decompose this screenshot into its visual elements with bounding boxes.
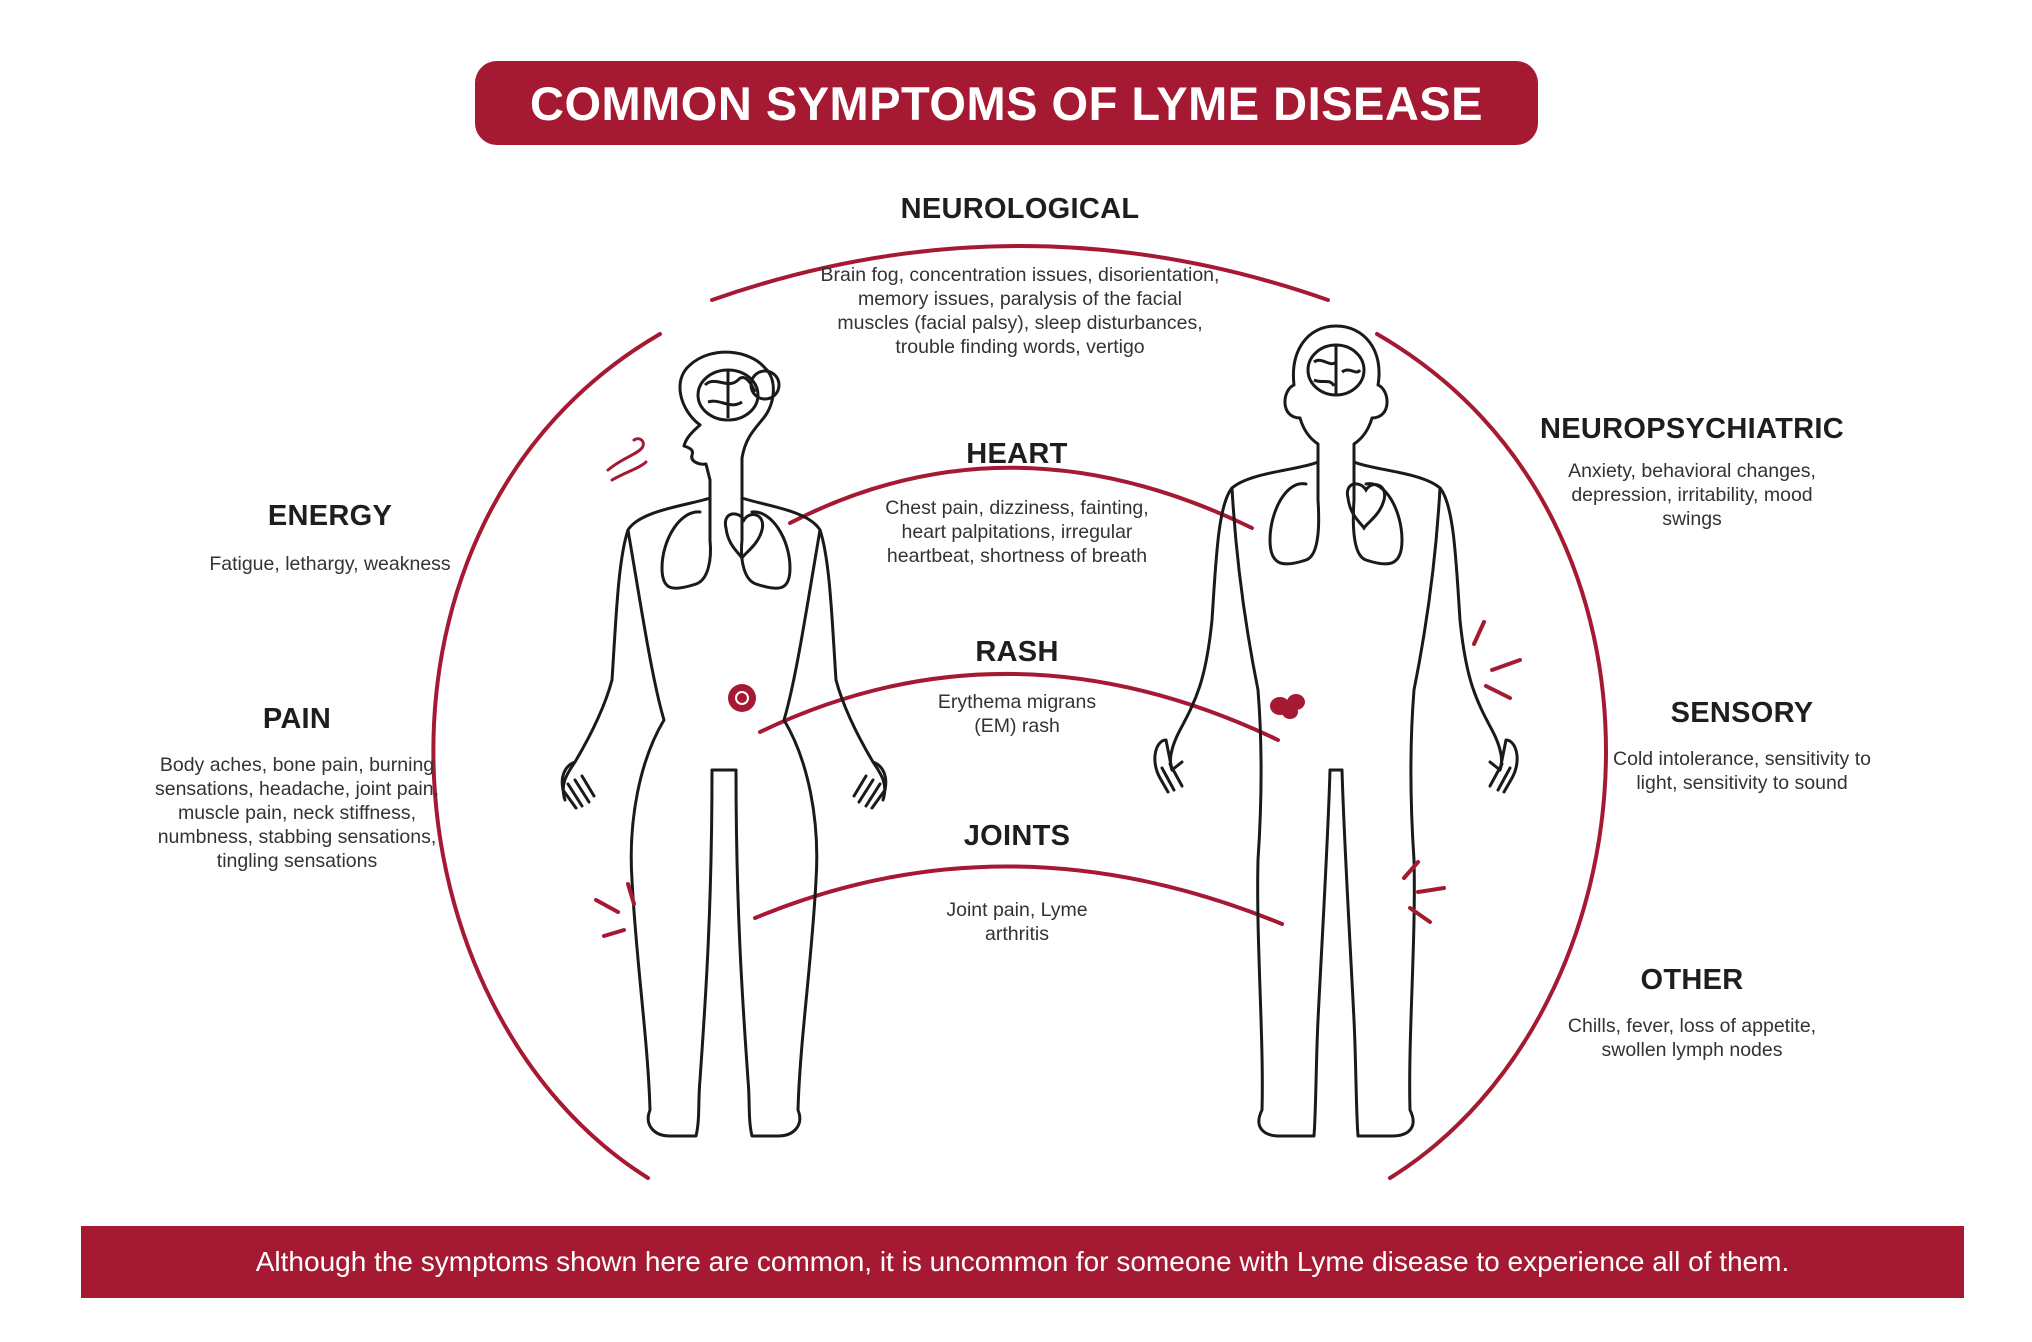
pain-mark-icon (1402, 620, 1522, 924)
rash-text: Erythema migrans (EM) rash (937, 691, 1097, 737)
heart-heading: HEART (966, 438, 1068, 470)
joints-arc (753, 864, 1284, 926)
joints-heading: JOINTS (963, 820, 1071, 852)
sensory-heading: SENSORY (1670, 697, 1814, 729)
heart-icon (723, 512, 765, 561)
rash-heading: RASH (975, 636, 1059, 668)
breath-icon (606, 437, 648, 482)
heart-text: Chest pain, dizziness, fainting, heart p… (885, 497, 1149, 567)
other-text: Chills, fever, loss of appetite, swollen… (1567, 1015, 1817, 1061)
footer-banner: Although the symptoms shown here are com… (81, 1226, 1964, 1298)
energy-section: ENERGY Fatigue, lethargy, weakness (180, 500, 480, 576)
left-outer-arc (431, 332, 662, 1180)
other-heading: OTHER (1640, 964, 1744, 996)
sensory-section: SENSORY Cold intolerance, sensitivity to… (1592, 697, 1892, 795)
joints-text: Joint pain, Lyme arthritis (946, 899, 1088, 945)
neurological-section: NEUROLOGICAL Brain fog, concentration is… (820, 193, 1220, 359)
neuropsychiatric-text: Anxiety, behavioral changes, depression,… (1568, 460, 1816, 530)
female-figure (560, 350, 888, 1138)
page-title: COMMON SYMPTOMS OF LYME DISEASE (530, 76, 1483, 130)
pain-section: PAIN Body aches, bone pain, burning sens… (147, 703, 447, 873)
neurological-heading: NEUROLOGICAL (900, 193, 1140, 225)
pain-heading: PAIN (262, 703, 332, 735)
pain-text: Body aches, bone pain, burning sensation… (154, 754, 440, 872)
neuropsychiatric-section: NEUROPSYCHIATRIC Anxiety, behavioral cha… (1532, 413, 1852, 531)
sensory-text: Cold intolerance, sensitivity to light, … (1613, 748, 1871, 794)
brain-icon (696, 368, 760, 422)
heart-arc (788, 465, 1254, 530)
male-figure (1153, 324, 1519, 1138)
heart-section: HEART Chest pain, dizziness, fainting, h… (877, 438, 1157, 568)
heart-icon (1345, 482, 1387, 531)
pain-mark-icon (594, 882, 636, 938)
neurological-arc (710, 244, 1330, 302)
neurological-text: Brain fog, concentration issues, disorie… (820, 264, 1220, 358)
neuropsychiatric-heading: NEUROPSYCHIATRIC (1540, 413, 1844, 445)
title-banner: COMMON SYMPTOMS OF LYME DISEASE (475, 61, 1538, 145)
rash-section: RASH Erythema migrans (EM) rash (917, 636, 1117, 738)
joints-section: JOINTS Joint pain, Lyme arthritis (927, 820, 1107, 946)
rash-mark-icon (1270, 694, 1305, 719)
rash-arc (758, 672, 1280, 742)
footer-text: Although the symptoms shown here are com… (255, 1246, 1790, 1277)
rash-mark-icon (728, 684, 756, 712)
right-outer-arc (1375, 332, 1608, 1180)
energy-heading: ENERGY (267, 500, 393, 532)
brain-icon (1306, 343, 1366, 397)
other-section: OTHER Chills, fever, loss of appetite, s… (1552, 964, 1832, 1062)
energy-text: Fatigue, lethargy, weakness (209, 553, 451, 575)
